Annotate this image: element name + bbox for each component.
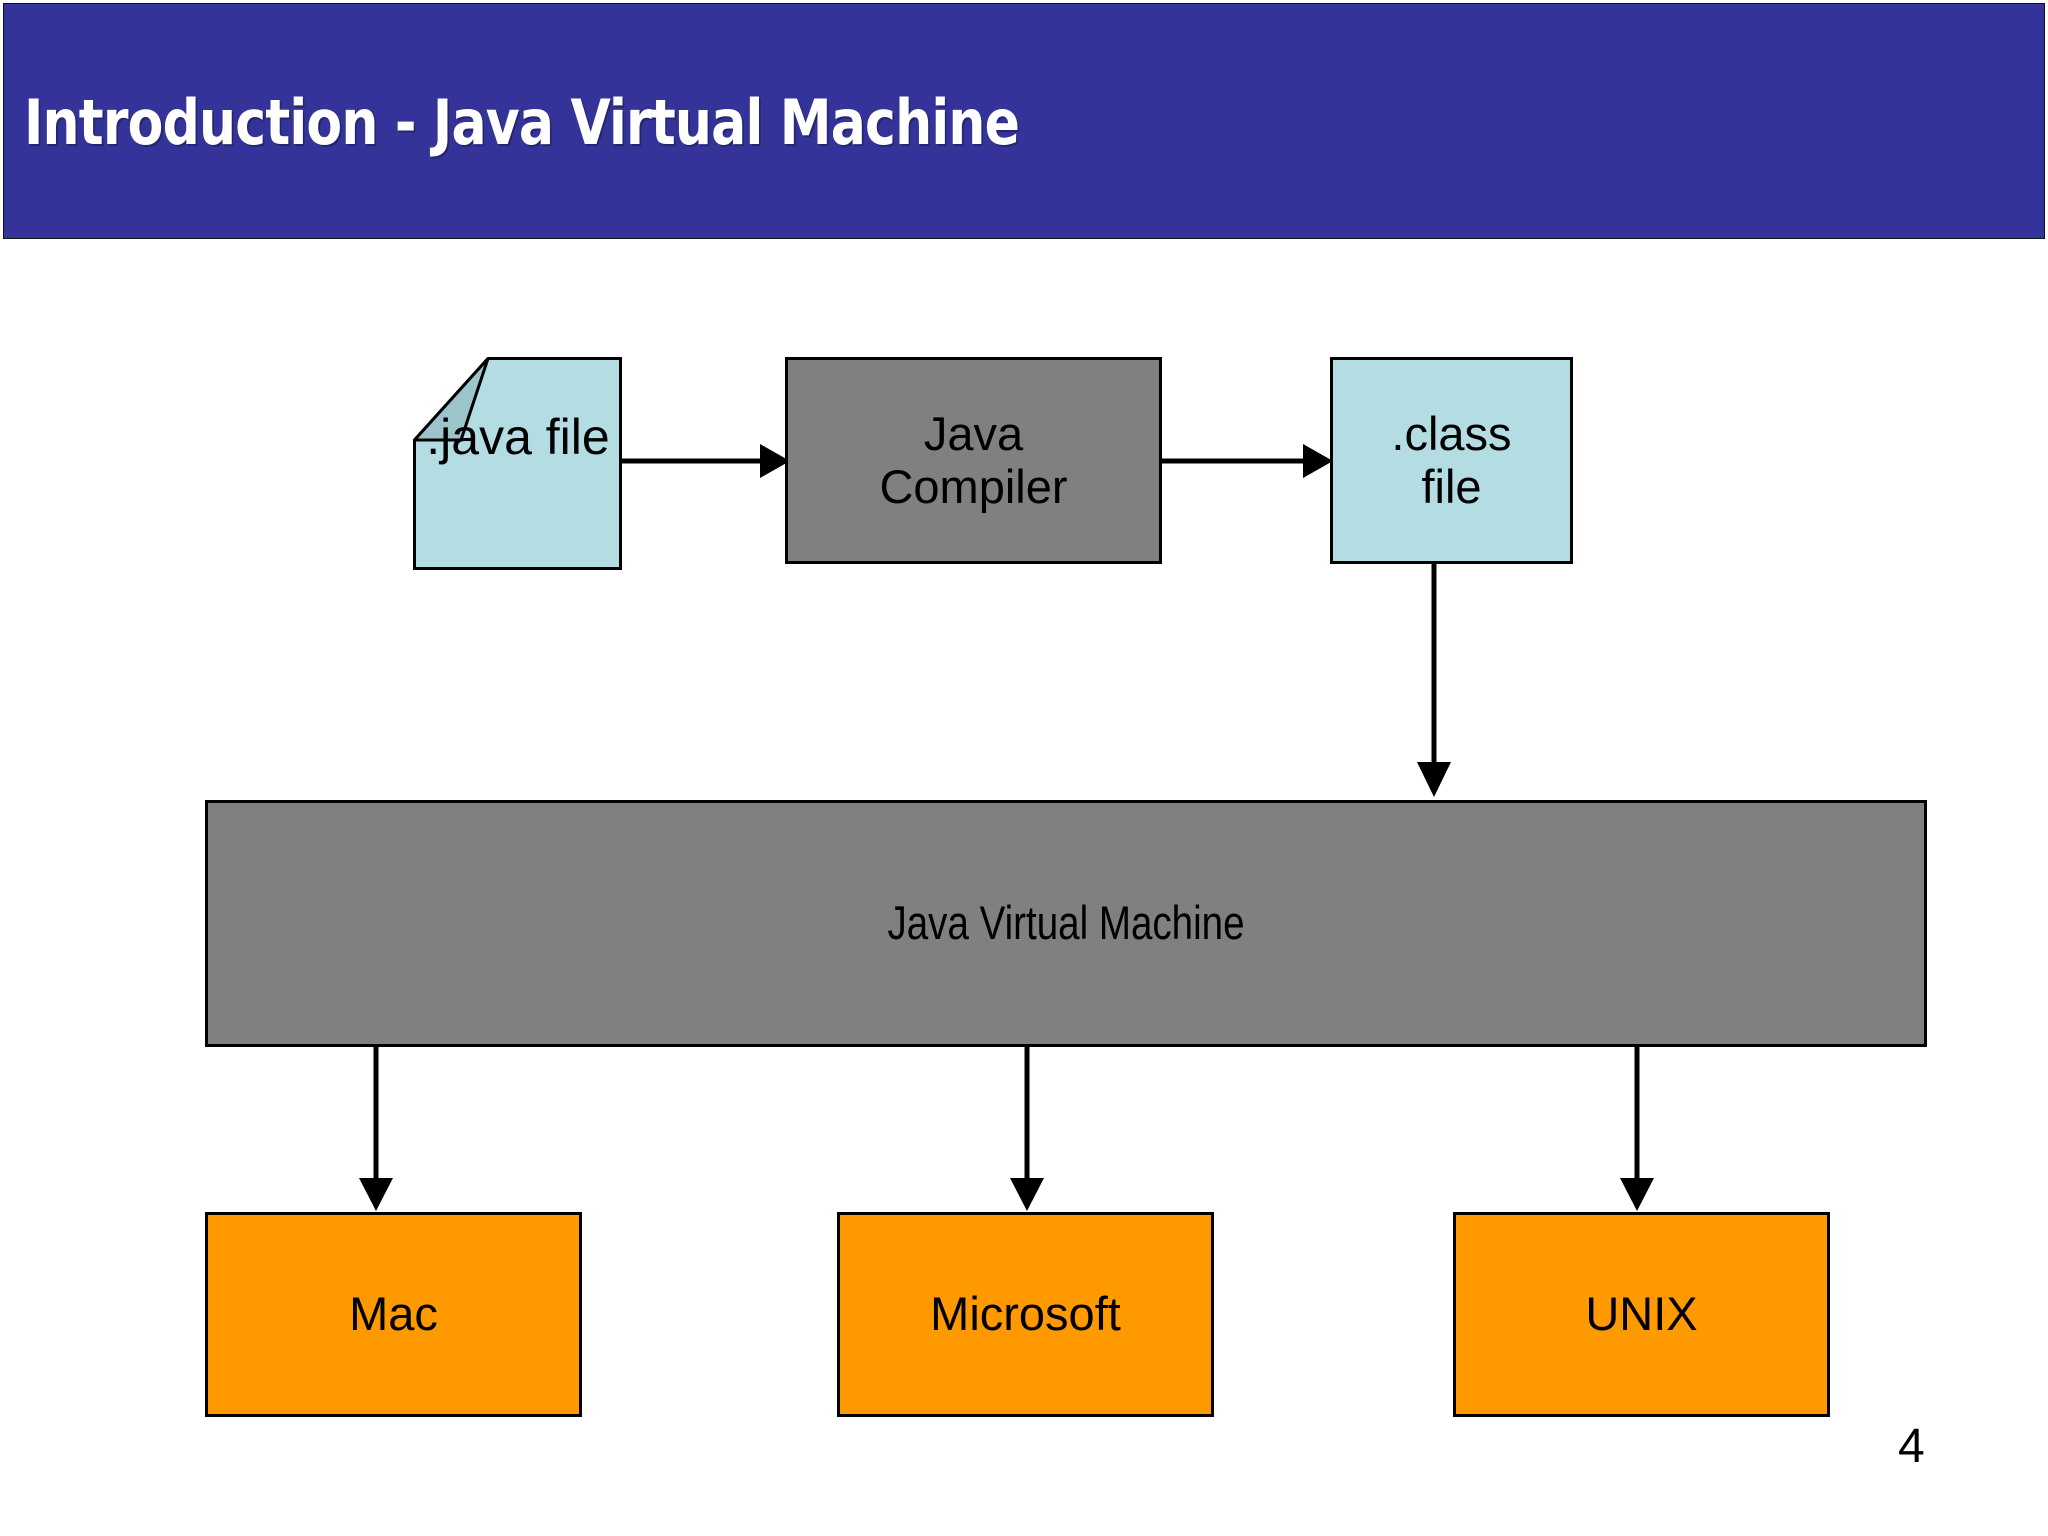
node-os-mac-label: Mac bbox=[349, 1287, 438, 1341]
title-banner: Introduction - Java Virtual Machine bbox=[3, 3, 2045, 239]
page-number: 4 bbox=[1898, 1420, 1925, 1473]
node-os-unix[interactable]: UNIX bbox=[1453, 1212, 1830, 1417]
node-os-microsoft-label: Microsoft bbox=[930, 1287, 1121, 1341]
arrow-jvm-to-microsoft bbox=[1010, 1047, 1044, 1211]
node-class-file[interactable]: .class file bbox=[1330, 357, 1573, 564]
node-os-unix-label: UNIX bbox=[1585, 1287, 1698, 1341]
arrow-jvm-to-unix bbox=[1620, 1047, 1654, 1211]
arrow-jvm-to-mac bbox=[359, 1047, 393, 1211]
node-java-file[interactable]: .java file bbox=[413, 357, 622, 570]
arrow-javafile-to-compiler bbox=[614, 444, 790, 478]
node-java-virtual-machine[interactable]: Java Virtual Machine bbox=[205, 800, 1927, 1047]
node-jvm-label: Java Virtual Machine bbox=[887, 896, 1245, 950]
page-title: Introduction - Java Virtual Machine bbox=[24, 86, 1020, 159]
node-os-microsoft[interactable]: Microsoft bbox=[837, 1212, 1214, 1417]
node-os-mac[interactable]: Mac bbox=[205, 1212, 582, 1417]
node-class-file-label: .class file bbox=[1391, 406, 1512, 513]
arrow-classfile-to-jvm bbox=[1417, 564, 1451, 797]
node-java-compiler-label: Java Compiler bbox=[879, 406, 1068, 513]
document-shape-icon bbox=[413, 357, 622, 570]
node-java-compiler[interactable]: Java Compiler bbox=[785, 357, 1162, 564]
arrow-compiler-to-classfile bbox=[1162, 444, 1333, 478]
